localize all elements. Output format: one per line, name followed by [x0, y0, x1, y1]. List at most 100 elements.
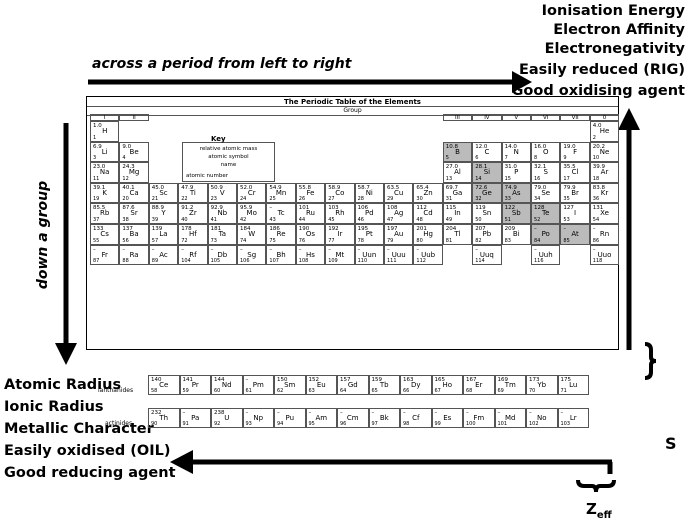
element-symbol: Po	[541, 230, 550, 238]
element-number: 116	[534, 258, 544, 265]
element-mass: 165	[434, 377, 446, 383]
element-number: 35	[563, 196, 570, 203]
element-mass: –	[371, 410, 375, 416]
element-mass: 74.9	[504, 184, 517, 191]
element-number: 103	[560, 421, 571, 427]
element-number: 83	[504, 237, 511, 244]
element-number: 107	[269, 258, 279, 265]
element-symbol: Pt	[365, 230, 373, 238]
s-label: S	[665, 434, 677, 453]
element-symbol: Sn	[482, 209, 492, 218]
element-symbol: O	[542, 147, 549, 156]
element-number: 112	[416, 258, 426, 265]
element-mass: 39.1	[93, 184, 106, 191]
element-symbol: Li	[101, 147, 108, 156]
element-symbol: Cr	[247, 188, 256, 197]
element-mass: 24.3	[122, 164, 135, 171]
element-symbol: U	[224, 414, 230, 422]
element-mass: 101	[298, 205, 310, 212]
element-symbol: Mg	[128, 168, 140, 177]
element-symbol: Y	[161, 209, 166, 218]
element-number: 93	[245, 421, 252, 427]
up-arrow-head	[618, 108, 640, 130]
element-mass: 28.1	[475, 164, 488, 171]
element-symbol: Bh	[276, 250, 286, 259]
right-trend-4: Easily reduced (RIG)	[518, 62, 685, 78]
element-number: 51	[504, 216, 511, 223]
element-symbol: S	[543, 168, 548, 177]
key-line-2: atomic symbol	[208, 154, 249, 160]
element-symbol: V	[219, 188, 225, 197]
element-symbol: Cd	[423, 209, 433, 218]
element-symbol: Mt	[335, 250, 345, 259]
element-symbol: Sc	[159, 188, 168, 197]
element-symbol: N	[513, 147, 519, 156]
element-mass: –	[210, 246, 214, 253]
element-number: 50	[475, 216, 482, 223]
element-number: 14	[475, 175, 482, 182]
element-symbol: In	[454, 209, 461, 218]
element-mass: –	[93, 246, 96, 253]
element-symbol: Uuq	[479, 250, 494, 259]
down-arrow-head	[55, 343, 77, 365]
element-symbol: Ta	[218, 230, 226, 238]
element-mass: 137	[122, 226, 133, 232]
element-mass: 232	[151, 410, 162, 416]
element-symbol: Np	[253, 414, 264, 422]
element-number: 102	[529, 421, 539, 427]
element-symbol: Co	[335, 188, 345, 197]
element-mass: –	[497, 410, 501, 416]
element-symbol: Ar	[600, 168, 609, 177]
element-number: 69	[497, 388, 504, 394]
element-symbol: Tm	[504, 381, 516, 389]
element-number: 111	[387, 258, 397, 265]
element-mass: 181	[210, 226, 222, 232]
element-mass: –	[151, 246, 155, 253]
left-arrow-head	[170, 450, 193, 474]
element-mass: –	[245, 377, 249, 383]
element-mass: –	[534, 226, 537, 232]
element-mass: 115	[445, 205, 457, 212]
element-number: 90	[151, 421, 158, 427]
element-mass: –	[245, 410, 249, 416]
element-number: 98	[403, 421, 410, 427]
element-symbol: Kr	[600, 188, 609, 197]
element-symbol: Db	[217, 250, 228, 259]
element-symbol: Ac	[159, 250, 168, 259]
element-symbol: Yb	[537, 381, 547, 389]
element-symbol: Sg	[247, 250, 257, 259]
element-number: 47	[387, 216, 394, 223]
element-mass: 58.7	[357, 184, 370, 191]
element-number: 28	[357, 196, 364, 203]
element-symbol: Es	[443, 414, 452, 422]
element-symbol: Te	[541, 209, 550, 218]
element-symbol: Er	[475, 381, 483, 389]
element-symbol: B	[455, 147, 460, 156]
element-number: 13	[445, 175, 453, 182]
element-mass: 4.0	[592, 123, 602, 129]
